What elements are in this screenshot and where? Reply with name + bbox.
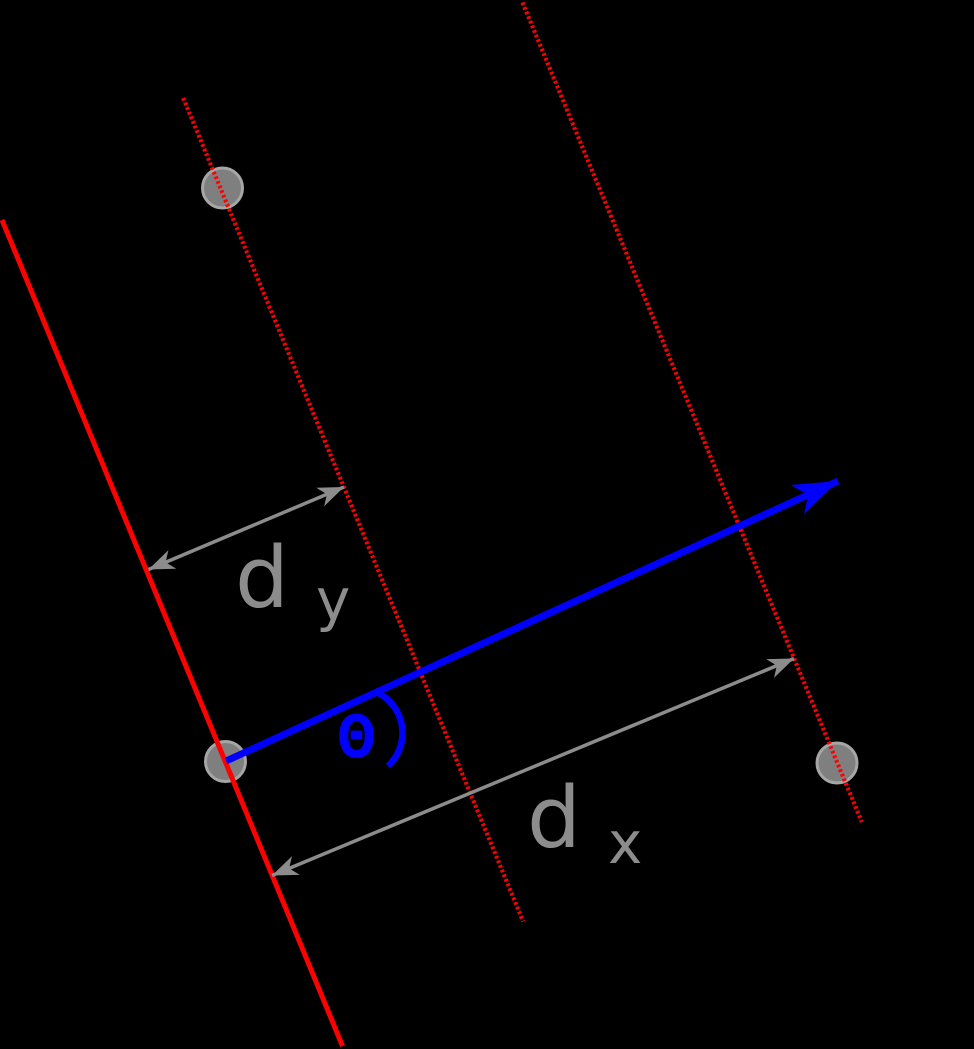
atom-dot-right [815,741,859,785]
atom-dot-top [201,166,244,210]
dx-label-subscript: x [608,809,642,877]
lattice-line-dotted-middle [181,97,526,923]
theta-angle-arc [373,688,406,769]
dy-label-main: d [235,529,289,628]
dx-label-main: d [527,769,581,868]
theta-label: Θ [337,702,376,771]
dy-label-subscript: y [316,566,350,634]
lattice-line-solid [0,219,345,1047]
dy-label: d y [235,529,350,634]
dy-distance-arrow [147,485,345,572]
dx-label: d x [527,769,642,877]
dx-distance-arrow [271,656,795,878]
direction-vector-arrow [224,477,840,765]
